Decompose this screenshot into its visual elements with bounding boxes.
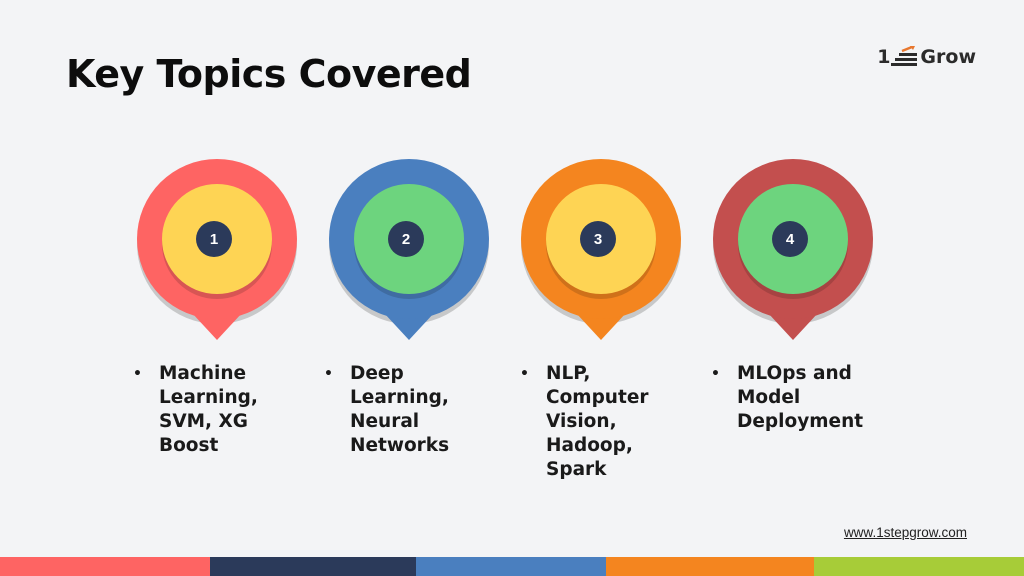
bar-segment	[814, 557, 1024, 576]
bullet-icon: •	[520, 366, 529, 382]
topic-pin-4: 4	[708, 156, 878, 346]
topic-label-4: • MLOps and Model Deployment	[711, 362, 886, 434]
topic-number: 3	[580, 221, 616, 257]
bar-segment	[606, 557, 814, 576]
topic-number: 4	[772, 221, 808, 257]
bullet-icon: •	[711, 366, 720, 382]
topic-label-text: NLP, Computer Vision, Hadoop, Spark	[546, 363, 649, 480]
logo-prefix: 1	[877, 46, 891, 68]
topic-number: 2	[388, 221, 424, 257]
topic-pin-2: 2	[324, 156, 494, 346]
logo-text: Grow	[920, 46, 976, 68]
bullet-icon: •	[133, 366, 142, 382]
topic-label-1: • Machine Learning, SVM, XG Boost	[133, 362, 308, 458]
bar-segment	[0, 557, 210, 576]
company-logo[interactable]: 1 Grow	[877, 44, 976, 70]
topic-label-2: • Deep Learning, Neural Networks	[324, 362, 499, 458]
topic-pin-1: 1	[132, 156, 302, 346]
bullet-icon: •	[324, 366, 333, 382]
topic-label-text: MLOps and Model Deployment	[737, 363, 864, 432]
topic-pin-3: 3	[516, 156, 686, 346]
topic-label-text: Deep Learning, Neural Networks	[350, 363, 450, 456]
topic-label-text: Machine Learning, SVM, XG Boost	[159, 363, 258, 456]
bar-segment	[210, 557, 416, 576]
stairs-logo-icon	[890, 46, 920, 68]
page-title: Key Topics Covered	[66, 52, 472, 96]
topic-number: 1	[196, 221, 232, 257]
topic-label-3: • NLP, Computer Vision, Hadoop, Spark	[520, 362, 695, 482]
website-link[interactable]: www.1stepgrow.com	[843, 525, 967, 540]
bottom-color-bar	[0, 557, 1024, 576]
bar-segment	[416, 557, 606, 576]
